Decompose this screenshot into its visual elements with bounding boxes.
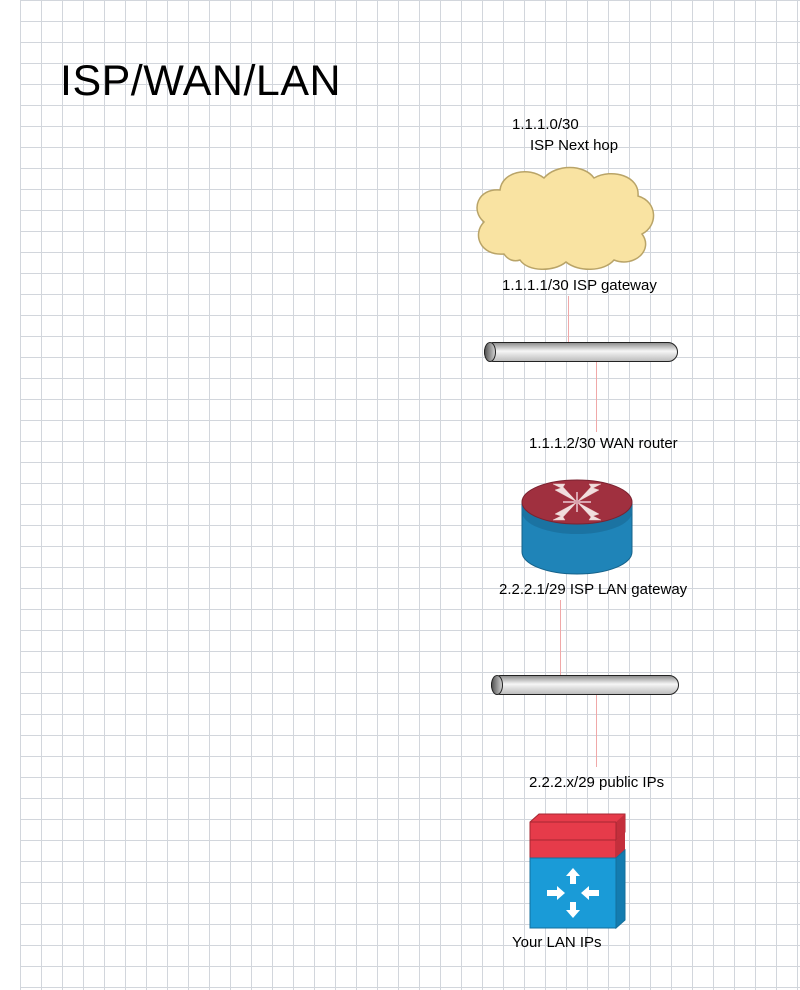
link-pipe1-to-router <box>596 362 597 432</box>
link-router-to-pipe2 <box>560 600 561 675</box>
pipe-cap <box>484 342 496 362</box>
link-cloud-to-pipe1 <box>568 296 569 342</box>
link-pipe2-to-switch <box>596 695 597 767</box>
cloud-icon <box>476 166 655 270</box>
diagram-title: ISP/WAN/LAN <box>60 57 342 105</box>
wan-router-label: 1.1.1.2/30 WAN router <box>529 435 678 452</box>
isp-next-hop-label: ISP Next hop <box>530 137 619 154</box>
lan-gateway-label: 2.2.2.1/29 ISP LAN gateway <box>499 581 688 598</box>
lan-ips-label: Your LAN IPs <box>512 934 602 951</box>
pipe-cap <box>491 675 503 695</box>
router-icon <box>521 479 633 575</box>
public-ips-label: 2.2.2.x/29 public IPs <box>529 774 665 791</box>
canvas-margin <box>0 0 20 990</box>
layer3-switch-icon <box>529 813 626 930</box>
pipe-icon <box>491 675 679 695</box>
pipe-icon <box>484 342 678 362</box>
isp-subnet-label: 1.1.1.0/30 <box>512 116 579 133</box>
isp-gateway-label: 1.1.1.1/30 ISP gateway <box>502 277 657 294</box>
